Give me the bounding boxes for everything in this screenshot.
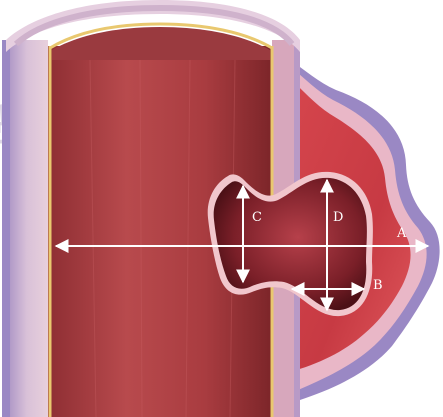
label-a: A bbox=[396, 226, 407, 241]
label-b: B bbox=[373, 278, 383, 293]
label-d: D bbox=[333, 210, 343, 225]
vessel-outer-left-wall bbox=[6, 40, 48, 417]
label-c: C bbox=[252, 210, 262, 225]
vessel-left-edge bbox=[2, 40, 10, 417]
